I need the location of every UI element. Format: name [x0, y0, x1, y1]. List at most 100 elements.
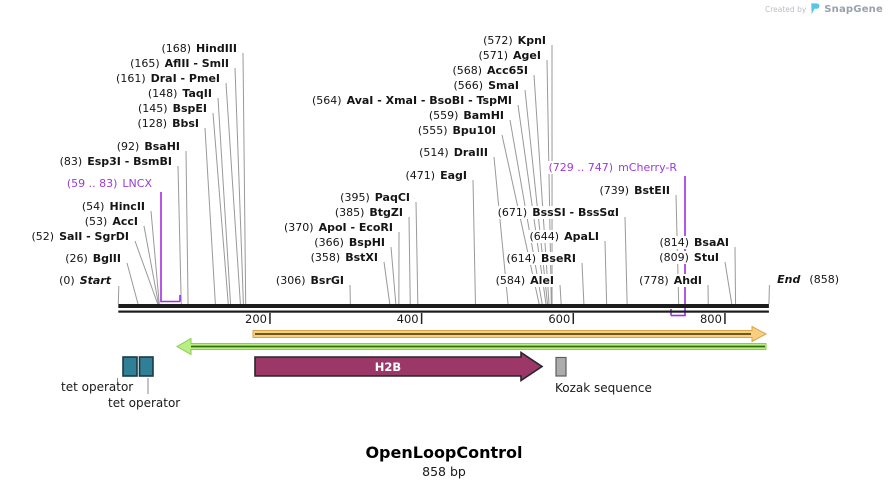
callout-line-hindiii [242, 52, 247, 305]
site-label-agei[interactable]: (571)AgeI [477, 49, 542, 62]
site-name: DraI - PmeI [150, 72, 220, 85]
site-label-bamhi[interactable]: (559)BamHI [427, 109, 505, 122]
site-name: BssSI - BssSαI [532, 206, 619, 219]
feature-label-lncx[interactable]: (59 .. 83) LNCX [65, 177, 153, 190]
site-label-aflii-smli[interactable]: (165)AflII - SmlI [129, 57, 230, 70]
site-name: mCherry-R [618, 161, 677, 174]
site-label-acci[interactable]: (53)AccI [83, 215, 139, 228]
callout-line-aflii-smli [234, 67, 244, 305]
site-label-apali[interactable]: (644)ApaLI [528, 230, 600, 243]
site-name: AccI [112, 215, 138, 228]
site-label-paqci[interactable]: (395)PaqCI [339, 191, 411, 204]
snapgene-logo-icon [811, 3, 820, 15]
site-position: (59 .. 83) [66, 177, 118, 190]
site-label-bsrgi[interactable]: (306)BsrGI [274, 274, 345, 287]
callout-line-apali [604, 240, 608, 305]
ruler-tick-label-600: 600 [548, 312, 570, 326]
site-label-btgzi[interactable]: (385)BtgZI [333, 206, 404, 219]
site-label-bsaai[interactable]: (814) BsaAI [658, 236, 730, 249]
site-label-bstxi[interactable]: (358) BstXI [309, 251, 379, 264]
site-label-bpu10i[interactable]: (555)Bpu10I [416, 124, 497, 137]
site-name: BstXI [345, 251, 378, 264]
site-label-bsssi-bsss-i[interactable]: (671)BssSI - BssSαI [496, 206, 620, 219]
site-label-hincii[interactable]: (54)HincII [80, 200, 146, 213]
site-name: TaqII [182, 87, 212, 100]
site-position: (52) [31, 230, 55, 243]
site-name: LNCX [122, 177, 152, 190]
site-label-kpni[interactable]: (572)KpnI [482, 34, 547, 47]
site-label-taqii[interactable]: (148) TaqII [146, 87, 213, 100]
callout-line-end [768, 284, 770, 305]
site-position: (564) [311, 94, 342, 107]
callout-line-sali-sgrdi [134, 240, 159, 305]
callout-line-paqci [415, 201, 419, 305]
site-label-apoi-ecori[interactable]: (370)ApoI - EcoRI [282, 221, 394, 234]
site-position: (814) [659, 236, 690, 249]
site-label-avai-xmai-bsobi-tspmi[interactable]: (564)AvaI - XmaI - BsoBI - TspMI [310, 94, 513, 107]
callout-line-agei [546, 59, 552, 305]
site-label-bglii[interactable]: (26)BglII [64, 252, 122, 265]
site-name: Bpu10I [452, 124, 497, 137]
site-label-bsahi[interactable]: (92)BsaHI [115, 140, 181, 153]
site-name: End [777, 273, 801, 286]
site-position: (571) [478, 49, 509, 62]
site-label-eagi[interactable]: (471)EagI [404, 169, 468, 182]
site-label-esp3i-bsmbi[interactable]: (83)Esp3I - BsmBI [58, 155, 173, 168]
site-label-draiii[interactable]: (514)DraIII [418, 146, 489, 159]
site-label-drai-pmei[interactable]: (161) DraI - PmeI [115, 72, 221, 85]
site-label-start[interactable]: (0)Start [58, 274, 112, 287]
callout-line-bsphi [390, 246, 397, 305]
site-position: (370) [283, 221, 314, 234]
site-label-alei[interactable]: (584)AleI [494, 274, 555, 287]
site-name: SalI - SgrDI [59, 230, 129, 243]
kozak-sequence-box[interactable] [555, 356, 567, 377]
site-name: BbsI [172, 117, 199, 130]
site-label-bspei[interactable]: (145)BspEI [136, 102, 208, 115]
site-position: (358) [310, 251, 341, 264]
callout-line-hincii [150, 210, 160, 305]
site-label-sali-sgrdi[interactable]: (52) SalI - SgrDI [30, 230, 130, 243]
tet-operator-label-1: tet operator [61, 380, 134, 394]
callout-line-alei [559, 284, 562, 305]
site-label-end[interactable]: End(858) [776, 273, 840, 286]
site-label-bbsi[interactable]: (128)BbsI [136, 117, 200, 130]
site-label-ahdi[interactable]: (778)AhdI [638, 274, 703, 287]
site-position: (739) [599, 184, 630, 197]
callout-line-stui [724, 261, 733, 305]
callout-line-eagi [472, 179, 476, 305]
site-label-stui[interactable]: (809)StuI [658, 251, 720, 264]
tet-operator-box-1[interactable] [122, 356, 138, 377]
site-position: (568) [452, 64, 483, 77]
site-position: (161) [116, 72, 146, 85]
callout-line-btgzi [408, 216, 411, 305]
site-label-bseri[interactable]: (614)BseRI [505, 252, 577, 265]
site-position: (54) [81, 200, 105, 213]
site-position: (148) [147, 87, 178, 100]
site-label-bsteii[interactable]: (739)BstEII [598, 184, 671, 197]
snapgene-credit: Created by SnapGene [765, 3, 883, 15]
site-label-bsphi[interactable]: (366)BspHI [313, 236, 386, 249]
sequence-axis-bottom-line [118, 310, 769, 313]
site-position: (584) [495, 274, 526, 287]
site-label-hindiii[interactable]: (168)HindIII [160, 42, 238, 55]
callout-line-bsssi-bsss-i [624, 216, 628, 305]
site-position: (92) [116, 140, 140, 153]
site-label-smai[interactable]: (566)SmaI [452, 79, 520, 92]
site-name: Acc65I [487, 64, 528, 77]
site-name: BglII [92, 252, 121, 265]
feature-label-mcherry-r[interactable]: (729 .. 747)mCherry-R [547, 161, 678, 174]
site-name: BamHI [463, 109, 504, 122]
tet-operator-box-2[interactable] [138, 356, 154, 377]
site-position: (83) [59, 155, 83, 168]
callout-line-bspei [212, 112, 229, 305]
h2b-feature-arrow[interactable] [254, 351, 544, 382]
site-name: BsaAI [694, 236, 729, 249]
callout-line-acci [143, 225, 159, 305]
site-position: (145) [137, 102, 168, 115]
map-title-block: OpenLoopControl 858 bp [0, 443, 888, 479]
site-label-acc65i[interactable]: (568) Acc65I [451, 64, 529, 77]
ruler-tick-label-400: 400 [397, 312, 419, 326]
